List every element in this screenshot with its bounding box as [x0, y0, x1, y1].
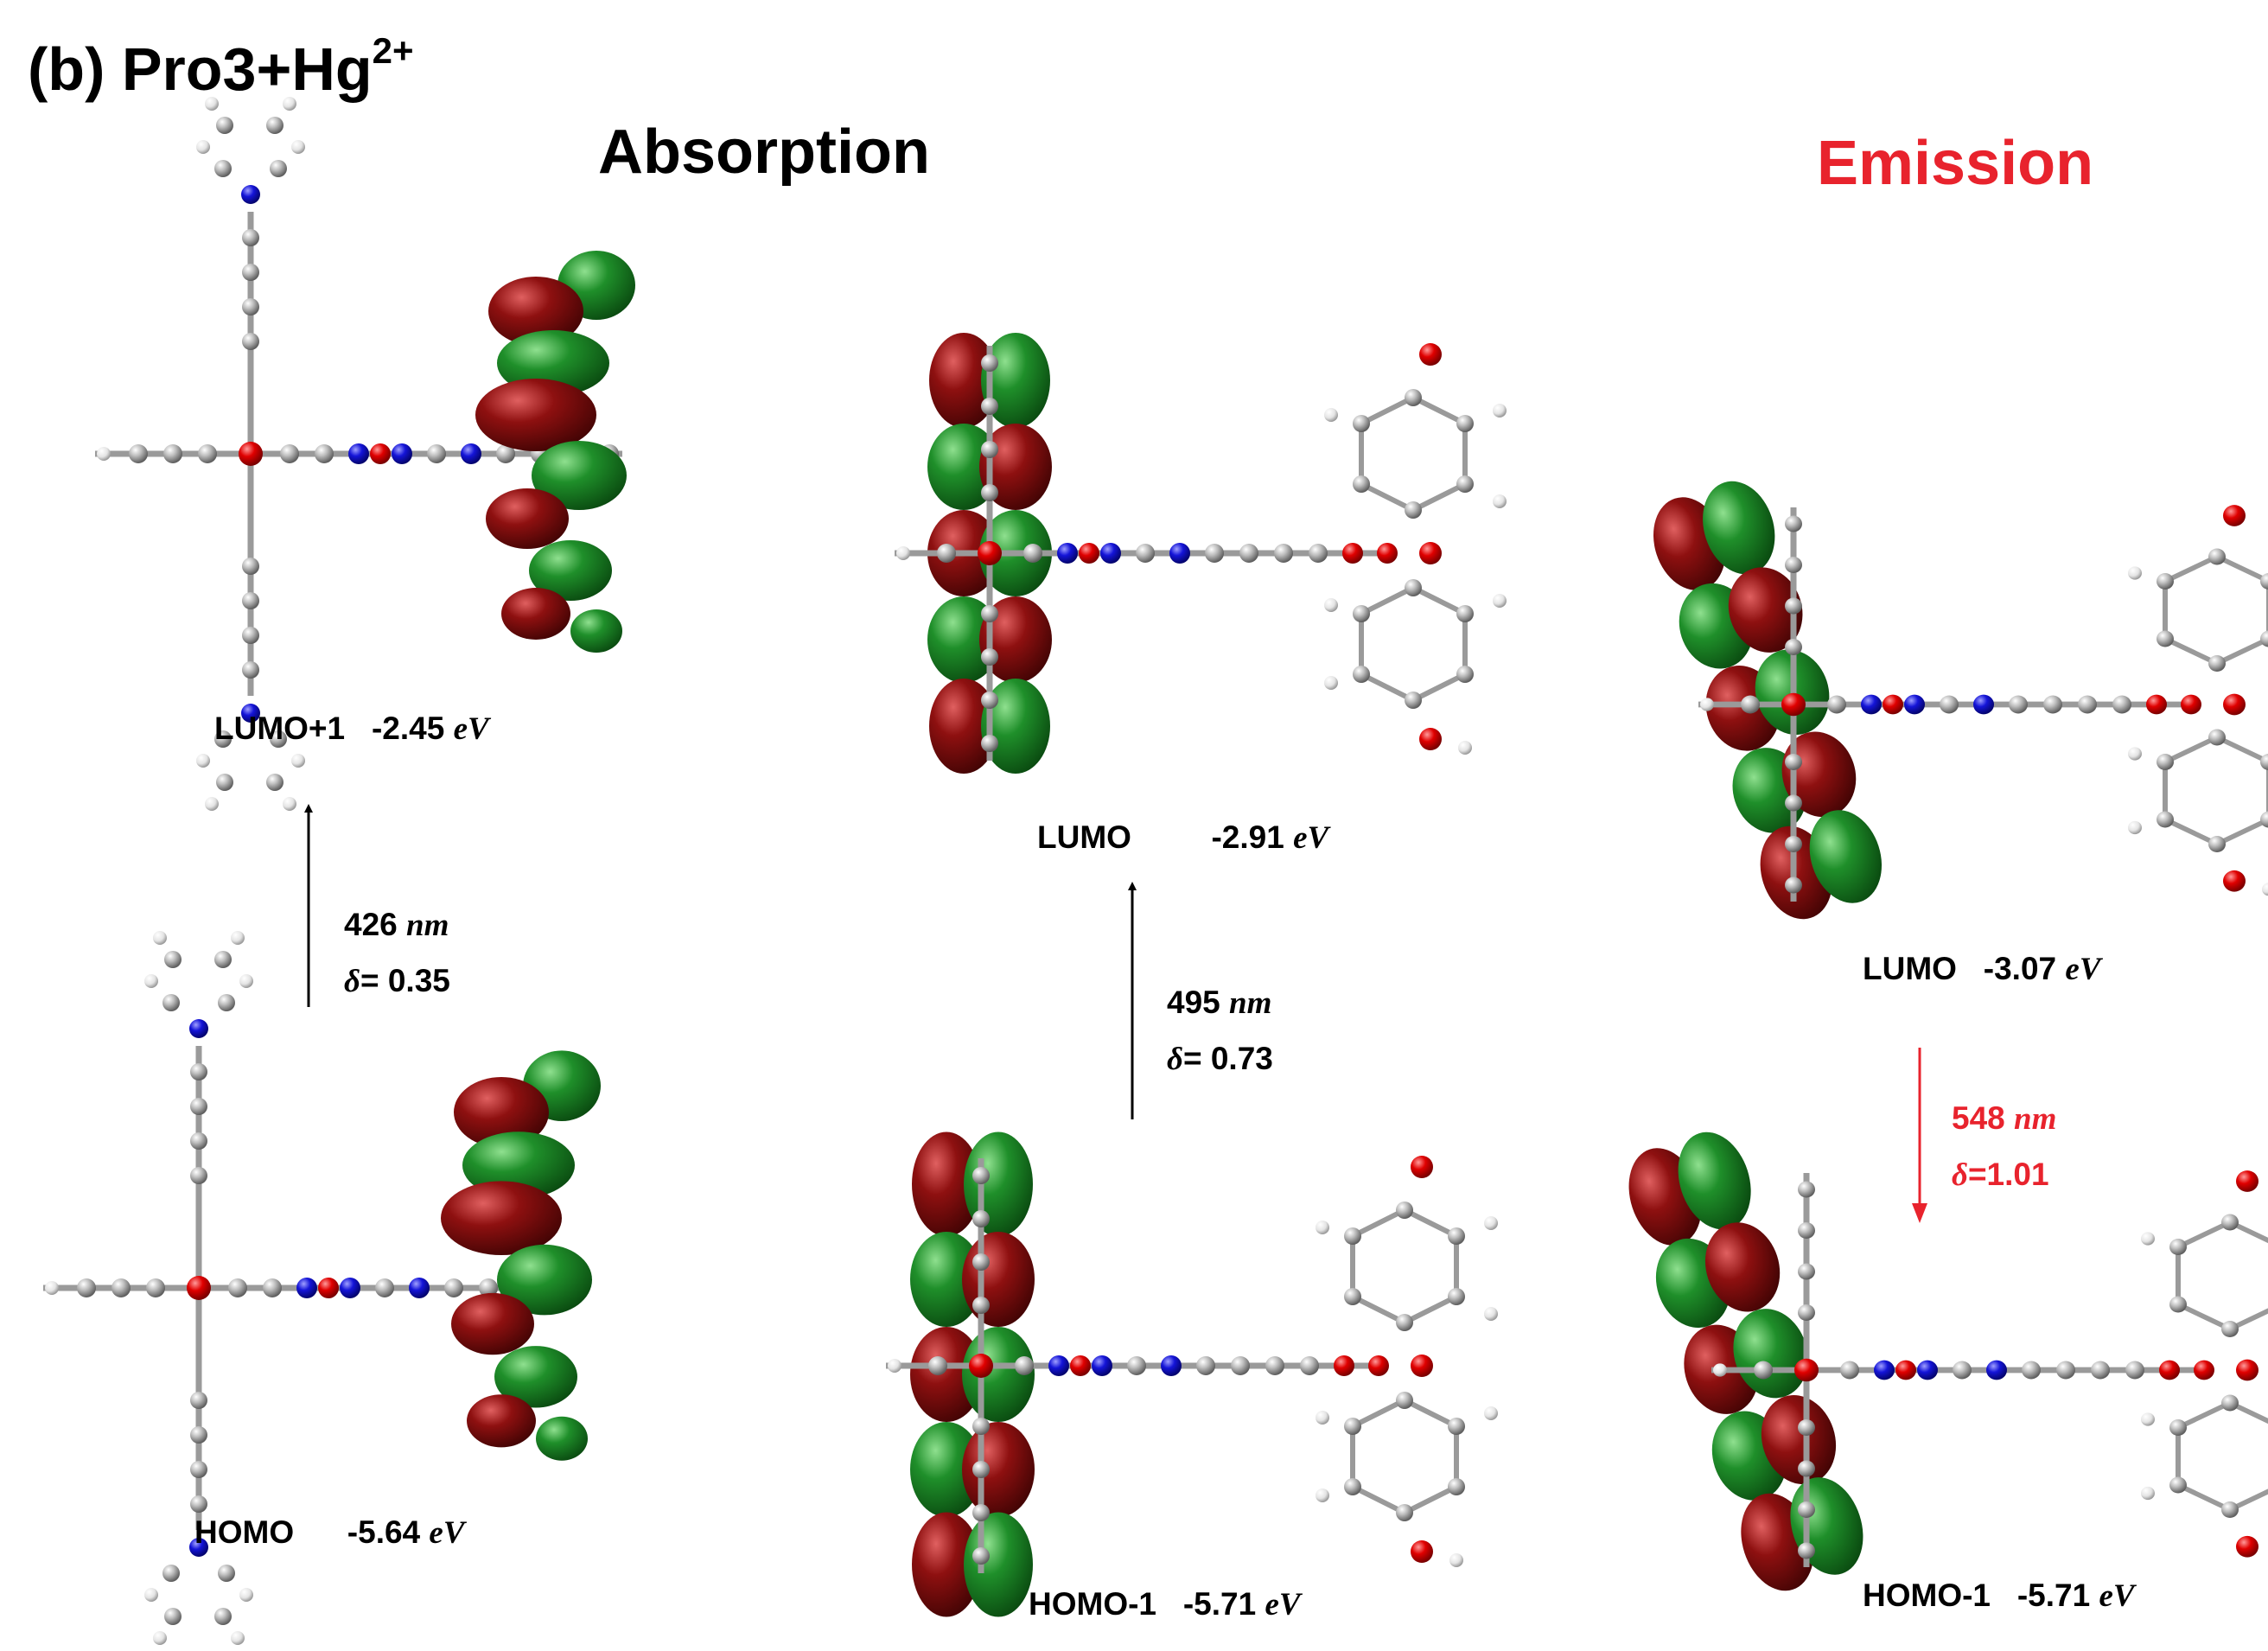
panel-formula-charge: 2+ [372, 29, 414, 71]
panel-formula: Pro3+Hg [121, 35, 373, 103]
orbital-label-homo-minus-1-emission: HOMO-1 -5.71 eV [1863, 1578, 2135, 1614]
transition-label-495nm: 495 nm δ= 0.73 [1167, 985, 1273, 1077]
transition-label-426nm: 426 nm δ= 0.35 [344, 907, 450, 999]
orbital-image-homo-minus-1-emission [1615, 1122, 2268, 1601]
orbital-label-lumo-absorption: LUMO -2.91 eV [1037, 819, 1329, 856]
orbital-image-homo-minus-1-absorption [886, 1131, 1498, 1617]
emission-header: Emission [1817, 129, 2094, 198]
orbital-image-lumo [895, 333, 1507, 774]
orbital-label-homo: HOMO -5.64 eV [194, 1514, 465, 1551]
panel-letter: (b) [28, 35, 105, 103]
orbital-label-lumo-plus-1: LUMO+1 -2.45 eV [214, 711, 489, 747]
panel-title: (b) Pro3+Hg2+ [28, 30, 414, 104]
transition-label-548nm: 548 nm δ=1.01 [1952, 1100, 2057, 1193]
orbital-image-lumo-plus-1 [95, 97, 635, 811]
orbital-image-lumo-emission [1640, 471, 2268, 929]
absorption-header: Absorption [598, 118, 930, 187]
orbital-label-lumo-emission: LUMO -3.07 eV [1863, 951, 2101, 987]
transition-arrow-548nm [1912, 1048, 1927, 1223]
orbital-label-homo-minus-1-absorption: HOMO-1 -5.71 eV [1029, 1586, 1301, 1622]
